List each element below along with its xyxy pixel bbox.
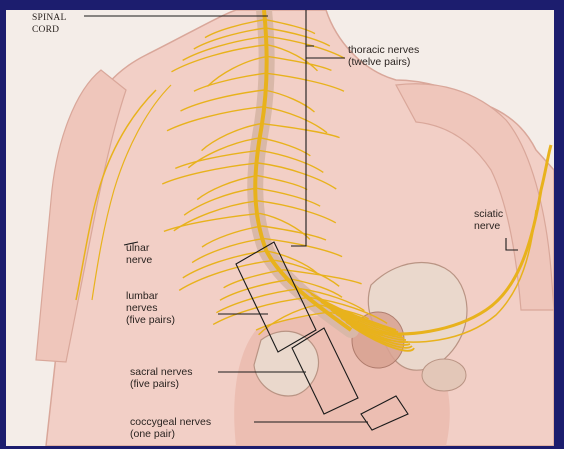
ulnar-nerve-label-line1: ulnar (126, 242, 152, 254)
sciatic-nerve-label-line2: nerve (474, 220, 503, 232)
coccygeal-nerves-label-line1: coccygeal nerves (130, 416, 211, 428)
coccygeal-nerves-label: coccygeal nerves (one pair) (130, 416, 211, 440)
lumbar-nerves-label-line3: (five pairs) (126, 314, 175, 326)
spinal-cord-label: SPINAL CORD (32, 12, 66, 36)
spinal-cord-label-line2: CORD (32, 24, 66, 36)
thoracic-nerves-label-line1: thoracic nerves (348, 44, 419, 56)
lumbar-nerves-label: lumbar nerves (five pairs) (126, 290, 175, 326)
thoracic-nerves-label-line2: (twelve pairs) (348, 56, 419, 68)
ulnar-nerve-label-line2: nerve (126, 254, 152, 266)
thoracic-nerves-label: thoracic nerves (twelve pairs) (348, 44, 419, 68)
spinal-cord-label-line1: SPINAL (32, 12, 66, 24)
sacral-nerves-label-line2: (five pairs) (130, 378, 192, 390)
sacral-nerves-label: sacral nerves (five pairs) (130, 366, 192, 390)
ulnar-nerve-label: ulnar nerve (126, 242, 152, 266)
nervous-system-diagram (6, 10, 554, 446)
hip-socket (422, 359, 466, 391)
pelvis-lower (254, 331, 318, 396)
lumbar-nerves-label-line2: nerves (126, 302, 175, 314)
coccygeal-nerves-label-line2: (one pair) (130, 428, 211, 440)
sciatic-nerve-label-line1: sciatic (474, 208, 503, 220)
lumbar-nerves-label-line1: lumbar (126, 290, 175, 302)
sacral-nerves-label-line1: sacral nerves (130, 366, 192, 378)
sciatic-nerve-label: sciatic nerve (474, 208, 503, 232)
anatomy-illustration: SPINAL CORD thoracic nerves (twelve pair… (6, 10, 554, 446)
